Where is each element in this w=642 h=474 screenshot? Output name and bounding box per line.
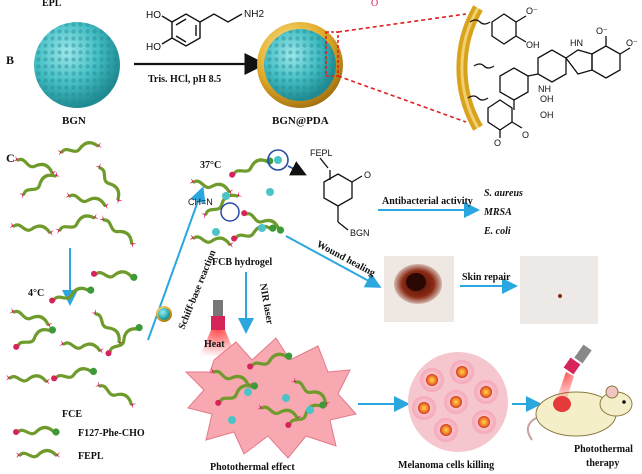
imine-structure	[319, 157, 363, 231]
pda-o-2: O	[522, 130, 529, 140]
fepl-network-top	[7, 139, 140, 250]
skin-repair-label: Skin repair	[462, 272, 511, 283]
pda-molecular-structure	[467, 13, 631, 138]
imine-bgn-label: BGN	[350, 228, 370, 238]
photothermal-therapy-label-1: Photothermal	[574, 444, 633, 455]
nir-laser-label: NIR laser	[257, 283, 275, 326]
wound-healing-label: Wound healing	[315, 239, 377, 279]
legend-fepl-label: FEPL	[78, 451, 104, 462]
top-cut-label-mid: O	[371, 0, 378, 9]
dopamine-ho-top: HO	[146, 10, 161, 21]
reaction-conditions: Tris. HCl, pH 8.5	[148, 74, 221, 85]
arrow-schiff-base	[147, 186, 206, 341]
photothermal-burst	[184, 337, 357, 459]
bacteria-s-aureus: S. aureus	[484, 188, 523, 199]
f127-chain-added	[89, 267, 140, 283]
imine-fepl-label: FEPL	[310, 148, 333, 158]
pda-o-minus-2: O⁻	[596, 26, 608, 36]
fcb-hydrogel-label: FCB hydrogel	[212, 257, 272, 268]
bgn-pda-nanoparticle	[257, 22, 343, 108]
healed-skin-photo	[520, 256, 598, 324]
dopamine-structure	[161, 13, 243, 47]
melanoma-label: Melanoma cells killing	[398, 460, 494, 471]
bgn-highlight-circle	[267, 149, 289, 171]
legend-f127-label: F127-Phe-CHO	[78, 428, 145, 439]
temp-4c-label: 4°C	[28, 288, 44, 299]
pda-oh-1: OH	[526, 40, 540, 50]
imine-o-label: O	[364, 170, 371, 180]
arrow-to-zoom-structure	[287, 161, 307, 176]
imine-label: CH=N	[188, 197, 213, 207]
temp-37c-label: 37°C	[200, 160, 221, 171]
imine-highlight	[220, 202, 240, 222]
legend: F127-Phe-CHO FEPL	[11, 425, 145, 462]
bacteria-e-coli: E. coli	[483, 226, 511, 237]
bacteria-mrsa: MRSA	[483, 207, 512, 218]
antibacterial-label: Antibacterial activity	[382, 196, 473, 207]
pda-oh-3: OH	[540, 110, 554, 120]
dopamine-ho-bottom: HO	[146, 42, 161, 53]
pda-oh-2: OH	[540, 94, 554, 104]
wound-photo	[384, 256, 454, 322]
photothermal-effect-label: Photothermal effect	[210, 462, 295, 473]
fce-label: FCE	[62, 409, 82, 420]
melanoma-cells	[408, 352, 508, 452]
legend-f127-symbol	[11, 425, 62, 438]
bgn-pda-small	[156, 306, 172, 322]
photothermal-therapy-label-2: therapy	[586, 458, 619, 469]
pda-o-minus-1: O⁻	[526, 6, 538, 16]
mouse-illustration	[526, 344, 633, 441]
pda-o-minus-3: O⁻	[626, 38, 638, 48]
pda-nh: NH	[538, 84, 551, 94]
legend-fepl-symbol	[14, 448, 62, 460]
arrow-wound-healing	[285, 235, 382, 288]
panel-b-letter: B	[6, 53, 14, 67]
bgn-nanoparticle	[34, 22, 120, 108]
fcb-network	[187, 153, 288, 250]
dopamine-nh2: NH2	[244, 9, 264, 20]
top-cut-label-left: EPL	[42, 0, 62, 9]
heat-label: Heat	[204, 339, 225, 350]
pda-o-1: O	[494, 138, 501, 148]
fce-network	[4, 283, 146, 411]
pda-hn: HN	[570, 38, 583, 48]
zoom-indicator	[325, 13, 467, 123]
bgn-label: BGN	[62, 115, 86, 127]
bgn-pda-label: BGN@PDA	[272, 115, 329, 127]
panel-c-letter: C	[6, 151, 15, 165]
